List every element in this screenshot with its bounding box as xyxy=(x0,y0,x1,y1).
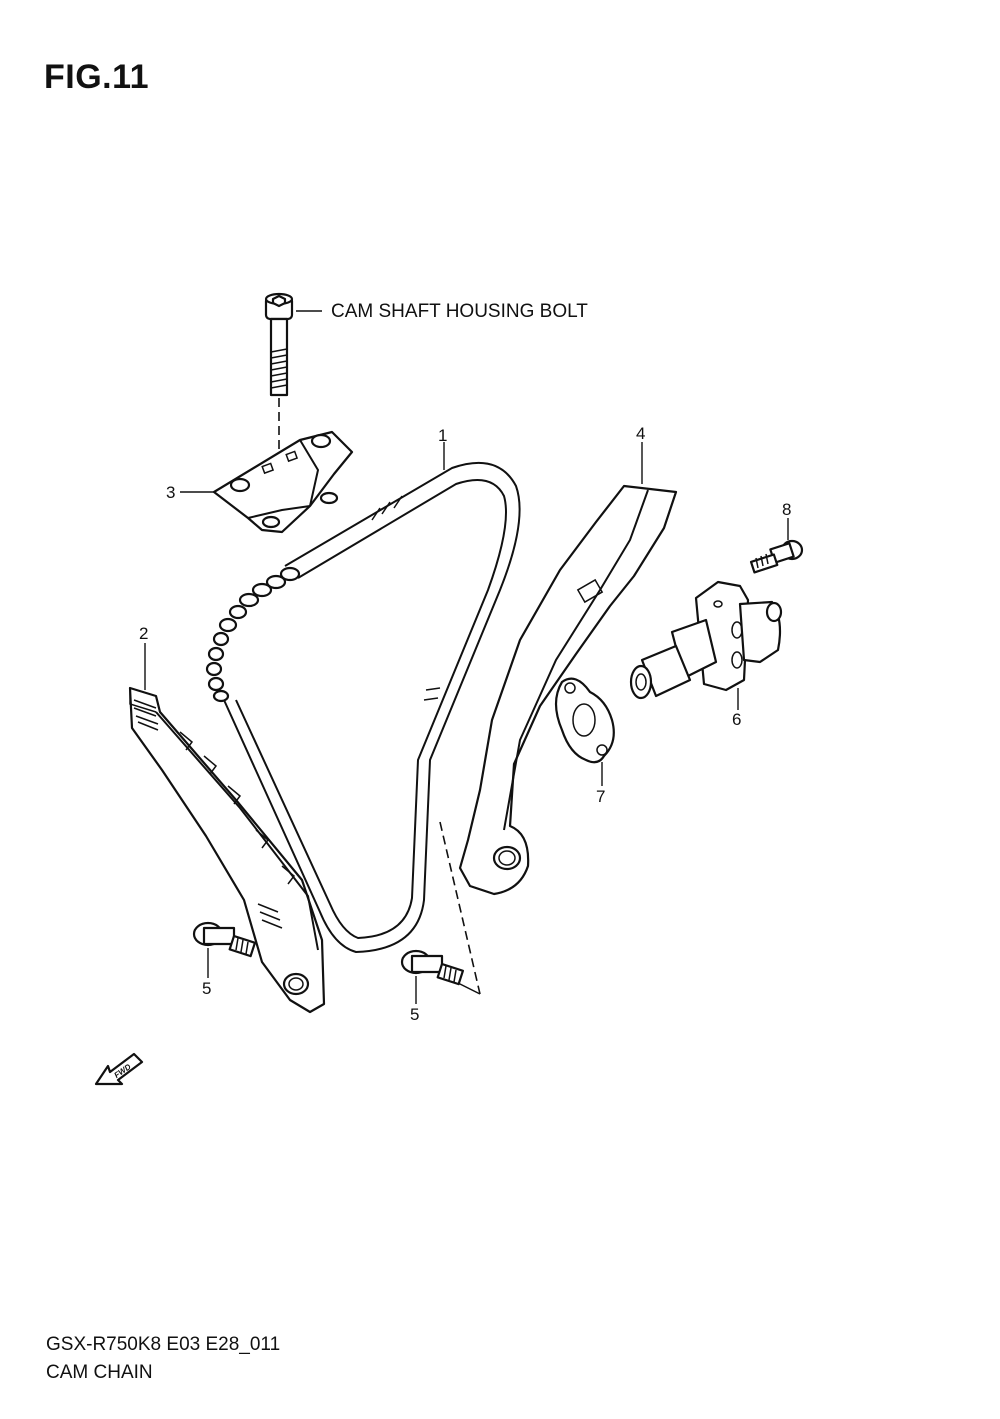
part-4-tensioner-guide xyxy=(458,484,678,896)
diagram-code: GSX-R750K8 E03 E28_011 xyxy=(46,1334,281,1355)
part-8-tensioner-bolt xyxy=(749,539,804,574)
callout-2: 2 xyxy=(139,624,148,643)
figure-title: FIG.11 xyxy=(44,58,150,96)
part-2-front-chain-guide xyxy=(128,686,326,1014)
callout-3: 3 xyxy=(166,483,175,502)
part-7-gasket xyxy=(554,677,615,764)
fwd-arrow-icon: FWD xyxy=(94,1052,144,1086)
callout-housing-bolt: CAM SHAFT HOUSING BOLT xyxy=(331,301,588,322)
callout-7: 7 xyxy=(596,787,605,806)
part-6-cam-chain-tensioner xyxy=(629,580,783,700)
callout-4: 4 xyxy=(636,424,645,443)
pivot-reference-line xyxy=(439,821,481,995)
callout-6: 6 xyxy=(732,710,741,729)
chain-links xyxy=(205,566,301,703)
part-1-cam-chain xyxy=(205,461,521,954)
callout-5-left: 5 xyxy=(202,979,211,998)
callout-8: 8 xyxy=(782,500,791,519)
callout-1: 1 xyxy=(438,426,447,445)
part-5-bolt-right xyxy=(400,949,465,986)
callout-5-right: 5 xyxy=(410,1005,419,1024)
diagram-name: CAM CHAIN xyxy=(46,1362,153,1383)
part-3-upper-chain-guide xyxy=(212,430,354,534)
part-5-bolt-left xyxy=(192,921,257,958)
